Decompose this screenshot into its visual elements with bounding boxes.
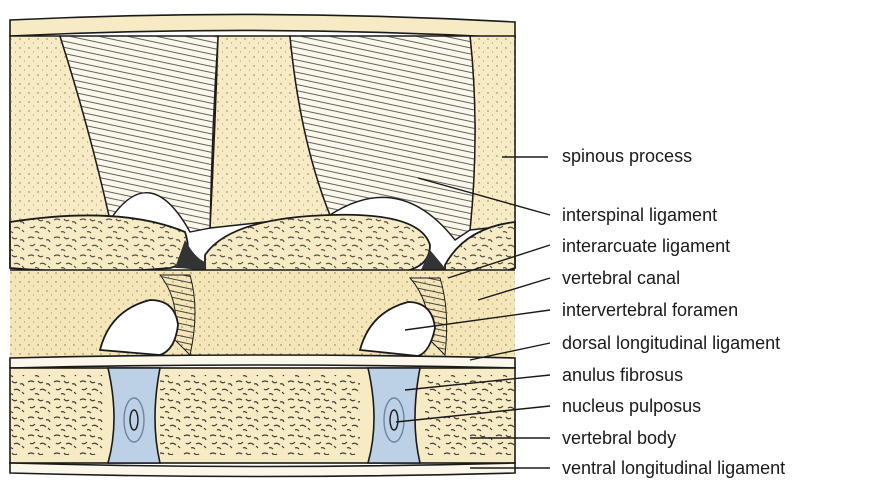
label-dorsal-longitudinal-ligament: dorsal longitudinal ligament <box>562 333 780 353</box>
label-vertebral-canal: vertebral canal <box>562 268 680 288</box>
label-nucleus-pulposus: nucleus pulposus <box>562 396 701 416</box>
label-vertebral-body: vertebral body <box>562 428 676 448</box>
label-ventral-longitudinal-ligament: ventral longitudinal ligament <box>562 458 785 478</box>
label-interarcuate-ligament: interarcuate ligament <box>562 236 730 256</box>
ventral-longitudinal-ligament <box>10 463 515 477</box>
vertebral-bodies <box>10 368 515 463</box>
label-spinous-process: spinous process <box>562 146 692 166</box>
dorsal-longitudinal-ligament <box>10 355 515 368</box>
label-anulus-fibrosus: anulus fibrosus <box>562 365 683 385</box>
vertebral-canal <box>10 270 515 358</box>
supraspinous-band <box>10 14 515 38</box>
label-interspinal-ligament: interspinal ligament <box>562 205 717 225</box>
label-intervertebral-foramen: intervertebral foramen <box>562 300 738 320</box>
